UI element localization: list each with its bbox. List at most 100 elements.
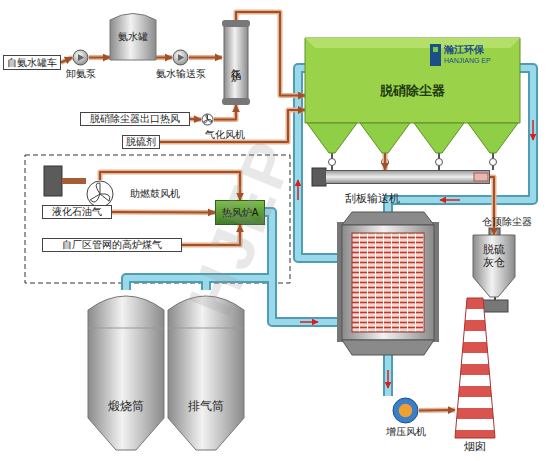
- drawing-part: [436, 159, 443, 166]
- shaft: [62, 178, 86, 184]
- drawing-part: [393, 398, 418, 423]
- drawing-part: [222, 20, 250, 27]
- cyl-unit: 煅烧筒: [86, 288, 166, 456]
- drawing-part: [90, 183, 110, 202]
- motor: [44, 166, 62, 196]
- node-text: 煅烧筒: [86, 400, 166, 414]
- drawing-part: [342, 212, 434, 225]
- drawing-part: [305, 38, 520, 48]
- pipe-connector: [189, 56, 222, 58]
- fan-shape: [86, 180, 114, 208]
- drawing-part: [387, 370, 389, 388]
- node-text: 脱硝除尘器出口热风: [81, 113, 189, 125]
- boost-shape: [392, 397, 419, 424]
- pipe-connector: [190, 118, 201, 121]
- pipe-casing: [419, 408, 455, 414]
- pump-shape: [72, 49, 89, 66]
- drawing-part: [202, 114, 213, 125]
- node-text: 自氨水罐车: [4, 56, 60, 69]
- pipe-connector: [89, 57, 110, 59]
- pipe-connector: [214, 105, 236, 120]
- drawing-part: [326, 171, 490, 184]
- fan-unit: 气化风机: [201, 113, 214, 126]
- conveyor-motor: [312, 168, 326, 186]
- conv-shape: [325, 170, 490, 184]
- drawing-part: [88, 328, 164, 329]
- drawing-part: [73, 50, 88, 65]
- drawing-part: [173, 50, 188, 65]
- pipe-connector: [156, 57, 172, 59]
- pipe-connector: [61, 58, 72, 63]
- drawing-part: [399, 404, 413, 418]
- valve-symbols: [329, 159, 497, 166]
- heat-exchanger: [337, 212, 439, 355]
- drawing-part: [352, 233, 424, 332]
- node-text: 脱硝除尘器: [305, 84, 520, 99]
- drawing-part: [430, 44, 441, 66]
- pump-unit: 氨水输送泵: [172, 49, 189, 66]
- node-text: 氨水罐: [110, 12, 156, 62]
- pipe-casing: [190, 117, 201, 123]
- vap-unit: 气化炉: [222, 20, 250, 105]
- flow-arrows: [298, 120, 533, 388]
- pipe-casing: [189, 55, 222, 60]
- node-text: 脱硫灰仓: [482, 243, 506, 268]
- pipe-connector: [384, 153, 386, 170]
- drawing-part: [473, 235, 515, 297]
- pipe-casing: [383, 153, 388, 170]
- drawing-part: [307, 123, 357, 153]
- chim-shape: [455, 298, 495, 438]
- drawing-part: [203, 115, 211, 123]
- drawing-part: [300, 321, 318, 323]
- pump-unit: 卸氨泵: [72, 49, 89, 66]
- ep-unit: 瀚江环保HANJIANG EP 脱硝除尘器: [305, 38, 520, 153]
- label-box: 脱硫剂: [122, 135, 160, 149]
- chim-unit: 烟囱: [455, 298, 495, 438]
- drawing-part: [305, 38, 520, 123]
- fan-unit: 助燃鼓风机: [86, 180, 114, 208]
- node-text: 脱硫剂: [123, 136, 159, 148]
- pipe-casing: [214, 105, 236, 120]
- label-box: 自厂区管网的高炉煤气: [42, 238, 182, 252]
- tank-unit: 氨水罐: [110, 12, 156, 62]
- drawing-part: [474, 173, 488, 181]
- fan-shape: [201, 113, 214, 126]
- conv-unit: 刮板输送机: [325, 170, 490, 184]
- pipe-casing: [112, 210, 215, 216]
- pipe-casing: [61, 58, 72, 63]
- label-box: 液化石油气: [42, 205, 112, 219]
- drawing-part: [342, 225, 434, 340]
- node-text: HANJIANG EP: [444, 57, 491, 65]
- node-text: 氨水输送泵: [156, 68, 206, 80]
- drawing-part: [78, 54, 84, 61]
- node-text: 卸氨泵: [66, 68, 96, 80]
- drawing-part: [468, 123, 518, 153]
- pipe-casing: [156, 55, 172, 60]
- drawing-part: [222, 98, 250, 105]
- node-text: 刮板输送机: [345, 192, 400, 205]
- label-box: 自氨水罐车: [3, 55, 61, 70]
- hopper-valves: [332, 153, 493, 170]
- drawing-part: [433, 47, 438, 52]
- drawing-part: [360, 123, 410, 153]
- drawing-part: [88, 296, 164, 450]
- drawing-part: [178, 54, 184, 61]
- pipe-casing: [89, 55, 110, 60]
- drawing-part: [168, 328, 244, 329]
- cyl-shape: [86, 288, 166, 456]
- drawing-part: [455, 298, 495, 438]
- pipe-connector: [112, 211, 215, 214]
- drawing-part: [329, 159, 336, 166]
- node-text: 助燃鼓风机: [130, 188, 180, 200]
- pipe-connector: [419, 409, 455, 412]
- drawing-part: [440, 199, 460, 201]
- node-text: 瀚江环保: [444, 44, 484, 56]
- drawing-part: [490, 159, 497, 166]
- silo-discharger: [482, 300, 508, 312]
- node-text: 液化石油气: [43, 206, 111, 218]
- pump-shape: [172, 49, 189, 66]
- drawing-part: [414, 123, 464, 153]
- node-text: 自厂区管网的高炉煤气: [43, 239, 181, 251]
- node-text: 气化炉: [222, 20, 250, 105]
